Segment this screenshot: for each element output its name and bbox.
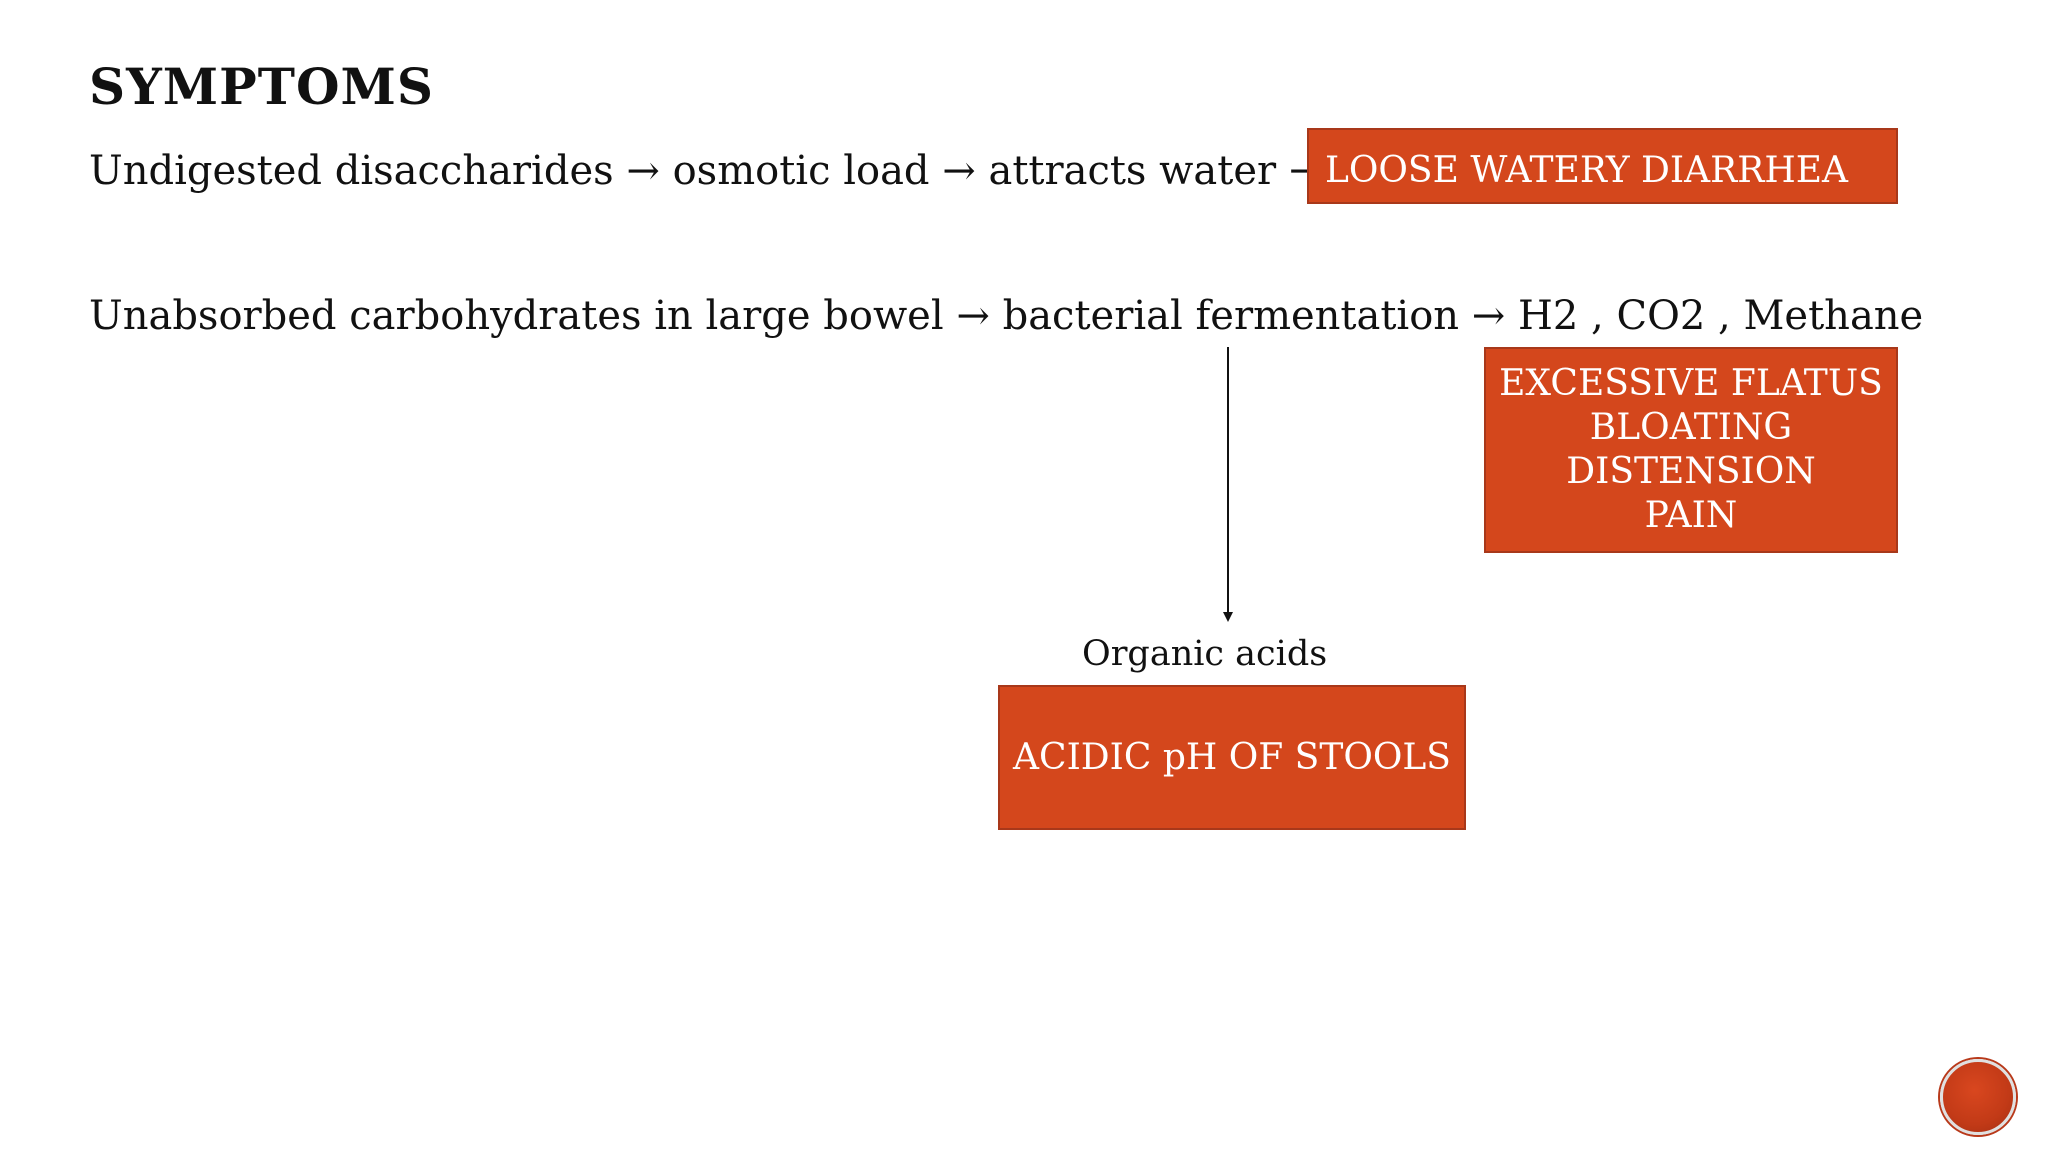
flatus-item: EXCESSIVE FLATUS: [1499, 363, 1883, 405]
acidic-stools-label: ACIDIC pH OF STOOLS: [1013, 737, 1451, 778]
diarrhea-box: LOOSE WATERY DIARRHEA: [1307, 128, 1898, 204]
slide-title: SYMPTOMS: [89, 57, 434, 116]
acidic-stools-box: ACIDIC pH OF STOOLS: [998, 685, 1466, 830]
bloating-item: BLOATING: [1589, 407, 1793, 449]
diarrhea-box-label: LOOSE WATERY DIARRHEA: [1325, 150, 1849, 191]
circle-nav-icon[interactable]: [1940, 1059, 2016, 1135]
pain-item: PAIN: [1644, 494, 1738, 536]
organic-acids-label: Organic acids: [1082, 634, 1328, 674]
flatus-box: EXCESSIVE FLATUS BLOATING DISTENSION PAI…: [1484, 347, 1898, 553]
distension-item: DISTENSION: [1566, 451, 1816, 492]
flow-line-diarrhea: Undigested disaccharides → osmotic load …: [89, 148, 1323, 194]
flow-line-fermentation: Unabsorbed carbohydrates in large bowel …: [89, 293, 1924, 339]
